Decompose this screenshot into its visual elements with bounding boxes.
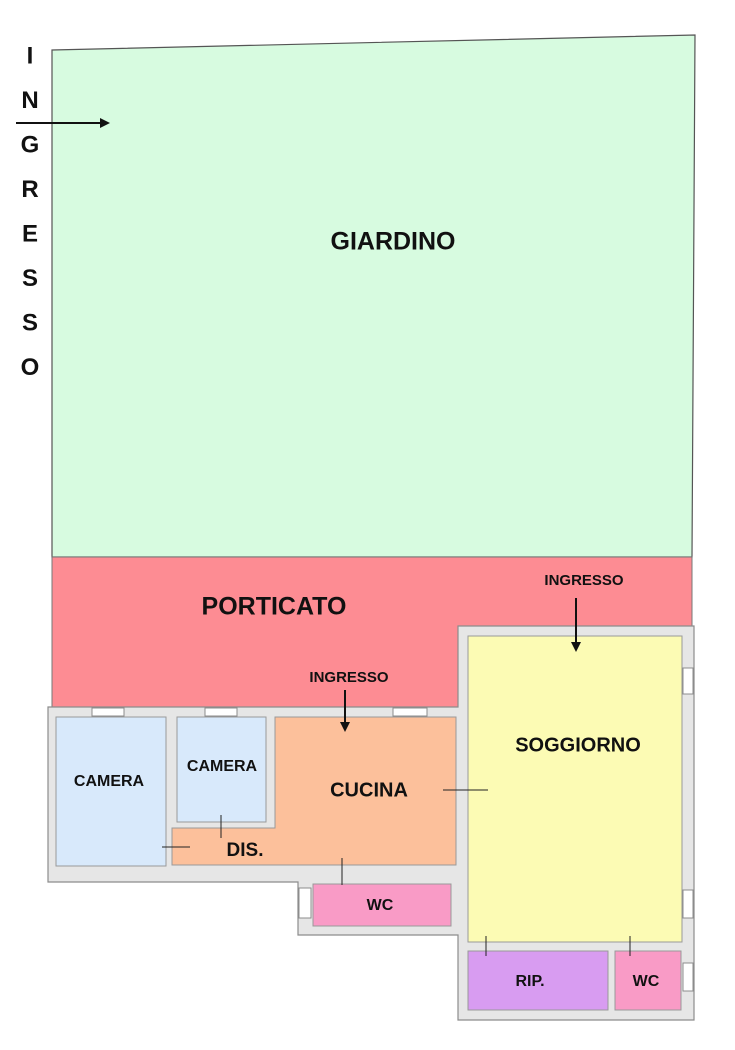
- vertical-letter: N: [21, 87, 38, 114]
- wc-room-1: [312, 883, 452, 927]
- ingresso-cucina-label: INGRESSO: [309, 669, 389, 686]
- vertical-letter: R: [21, 176, 38, 203]
- camera-label-1: CAMERA: [74, 773, 145, 790]
- giardino-area: [51, 34, 696, 558]
- vertical-letter: S: [22, 265, 38, 292]
- windows: [91, 667, 694, 992]
- soggiorno-room: [467, 635, 683, 943]
- cucina-room: [171, 716, 457, 866]
- giardino-label: GIARDINO: [331, 228, 456, 256]
- entrance-arrows: [16, 118, 581, 732]
- soggiorno-label: SOGGIORNO: [515, 734, 641, 756]
- cucina-label: CUCINA: [330, 779, 408, 801]
- wc-label-2: WC: [633, 973, 660, 990]
- ingresso-soggiorno-label: INGRESSO: [544, 572, 624, 589]
- rip-room: [467, 950, 609, 1011]
- rip-label: RIP.: [515, 973, 544, 990]
- camera-room-1: [55, 716, 167, 867]
- vertical-letter: E: [22, 220, 38, 247]
- vertical-letter: I: [27, 42, 34, 69]
- vertical-entrance-label: INGRESSO: [21, 42, 40, 381]
- porticato-label: PORTICATO: [202, 593, 347, 621]
- dis-label: DIS.: [227, 840, 264, 861]
- wc-room-2: [614, 950, 682, 1011]
- vertical-letter: G: [21, 131, 40, 158]
- wc-label-1: WC: [367, 897, 394, 914]
- vertical-letter: O: [21, 354, 40, 381]
- camera-label-2: CAMERA: [187, 758, 258, 775]
- vertical-letter: S: [22, 309, 38, 336]
